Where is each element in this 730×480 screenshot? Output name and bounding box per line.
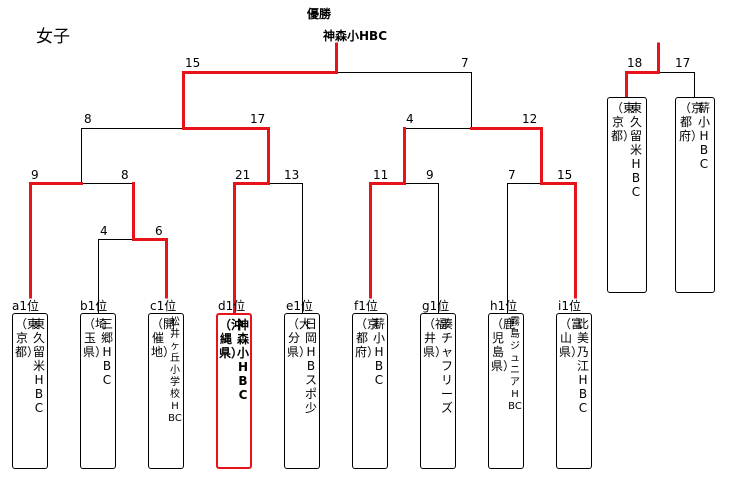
final-right-branch [336, 72, 472, 129]
side-left-win-path [625, 42, 660, 99]
team-name: 薪小HBC [372, 317, 385, 387]
score-sf2-left: 4 [406, 112, 414, 126]
team-position-label: d1位 [218, 299, 246, 313]
f1-win-path [369, 127, 406, 299]
score-final-left: 15 [185, 56, 201, 70]
score-sf1-left: 8 [84, 112, 92, 126]
team-position-label: a1位 [12, 299, 39, 313]
team-position-label: i1位 [558, 299, 581, 313]
team-name: 東久留米HBC [629, 101, 642, 199]
team-position-label: g1位 [422, 299, 450, 313]
c1-win-path [132, 182, 168, 299]
team-box-d1-winner: 神森小HBC （沖縄県） [216, 313, 252, 469]
team-box-c1: 松井ヶ丘小学校HBC （開催地） [148, 313, 184, 469]
team-name: 比美乃江HBC [576, 317, 589, 415]
side-right-branch [658, 72, 695, 97]
score-r1-bc-left: 4 [100, 224, 108, 238]
qf-hi-left-branch [507, 183, 542, 313]
score-final-right: 7 [461, 56, 469, 70]
team-name: 薪小HBC [697, 101, 710, 171]
i1-win-path [470, 127, 577, 299]
team-position-label: b1位 [80, 299, 108, 313]
champion-heading: 優勝 [307, 7, 332, 21]
r1-bc-left-branch [98, 239, 134, 313]
score-qf-ab-left: 9 [31, 168, 39, 182]
champion-path [182, 42, 338, 315]
team-location: （富山県） [559, 317, 584, 359]
score-qf-ab-right: 8 [121, 168, 129, 182]
team-box-e1: 日岡HBスポ少 （大分県） [284, 313, 320, 469]
a1-win-path [29, 182, 83, 299]
team-location: （埼玉県） [83, 317, 108, 359]
team-name: 東久留米HBC [32, 317, 45, 415]
score-side-left: 18 [627, 56, 643, 70]
score-qf-de-left: 21 [235, 168, 251, 182]
score-qf-fg-left: 11 [373, 168, 389, 182]
team-position-label: e1位 [286, 299, 314, 313]
qf-de-right-branch [268, 183, 303, 313]
qf-fg-right-branch [404, 183, 439, 313]
team-name: 湊チャフリーズ [440, 317, 453, 415]
team-location: （大分県） [287, 317, 312, 359]
team-name: 霧島ジュニアHBC [508, 317, 522, 412]
score-sf1-right: 17 [250, 112, 266, 126]
sf2-left-branch [404, 128, 472, 184]
score-r1-bc-right: 6 [155, 224, 163, 238]
score-qf-de-right: 13 [284, 168, 300, 182]
score-qf-fg-right: 9 [426, 168, 434, 182]
team-box-a1: 東久留米HBC （東京都） [12, 313, 48, 469]
team-location: （東京都） [15, 317, 40, 359]
score-sf2-right: 12 [522, 112, 538, 126]
team-location: （福井県） [423, 317, 448, 359]
score-side-right: 17 [675, 56, 691, 70]
team-name: 神森小HBC [236, 318, 249, 402]
team-box-g1: 湊チャフリーズ （福井県） [420, 313, 456, 469]
score-qf-hi-right: 15 [557, 168, 573, 182]
sf1-left-branch [81, 128, 184, 184]
side-team-box-left: 東久留米HBC （東京都） [607, 97, 647, 293]
team-location: （京都府） [355, 317, 380, 359]
team-name: 松井ヶ丘小学校HBC [168, 317, 182, 424]
team-location: （京都府） [679, 101, 704, 143]
team-position-label: h1位 [490, 299, 518, 313]
team-box-b1: 三郷HBC （埼玉県） [80, 313, 116, 469]
champion-name: 神森小HBC [323, 29, 387, 43]
team-box-i1: 比美乃江HBC （富山県） [556, 313, 592, 469]
team-position-label: c1位 [150, 299, 177, 313]
team-location: （沖縄県） [219, 318, 244, 360]
team-box-h1: 霧島ジュニアHBC （鹿児島県） [488, 313, 524, 469]
page-title: 女子 [36, 27, 70, 47]
team-location: （東京都） [611, 101, 636, 143]
team-box-f1: 薪小HBC （京都府） [352, 313, 388, 469]
side-team-box-right: 薪小HBC （京都府） [675, 97, 715, 293]
score-qf-hi-left: 7 [508, 168, 516, 182]
team-position-label: f1位 [354, 299, 378, 313]
team-name: 三郷HBC [100, 317, 113, 387]
team-location: （開催地） [151, 317, 176, 359]
team-name: 日岡HBスポ少 [304, 317, 317, 415]
team-location: （鹿児島県） [491, 317, 516, 373]
